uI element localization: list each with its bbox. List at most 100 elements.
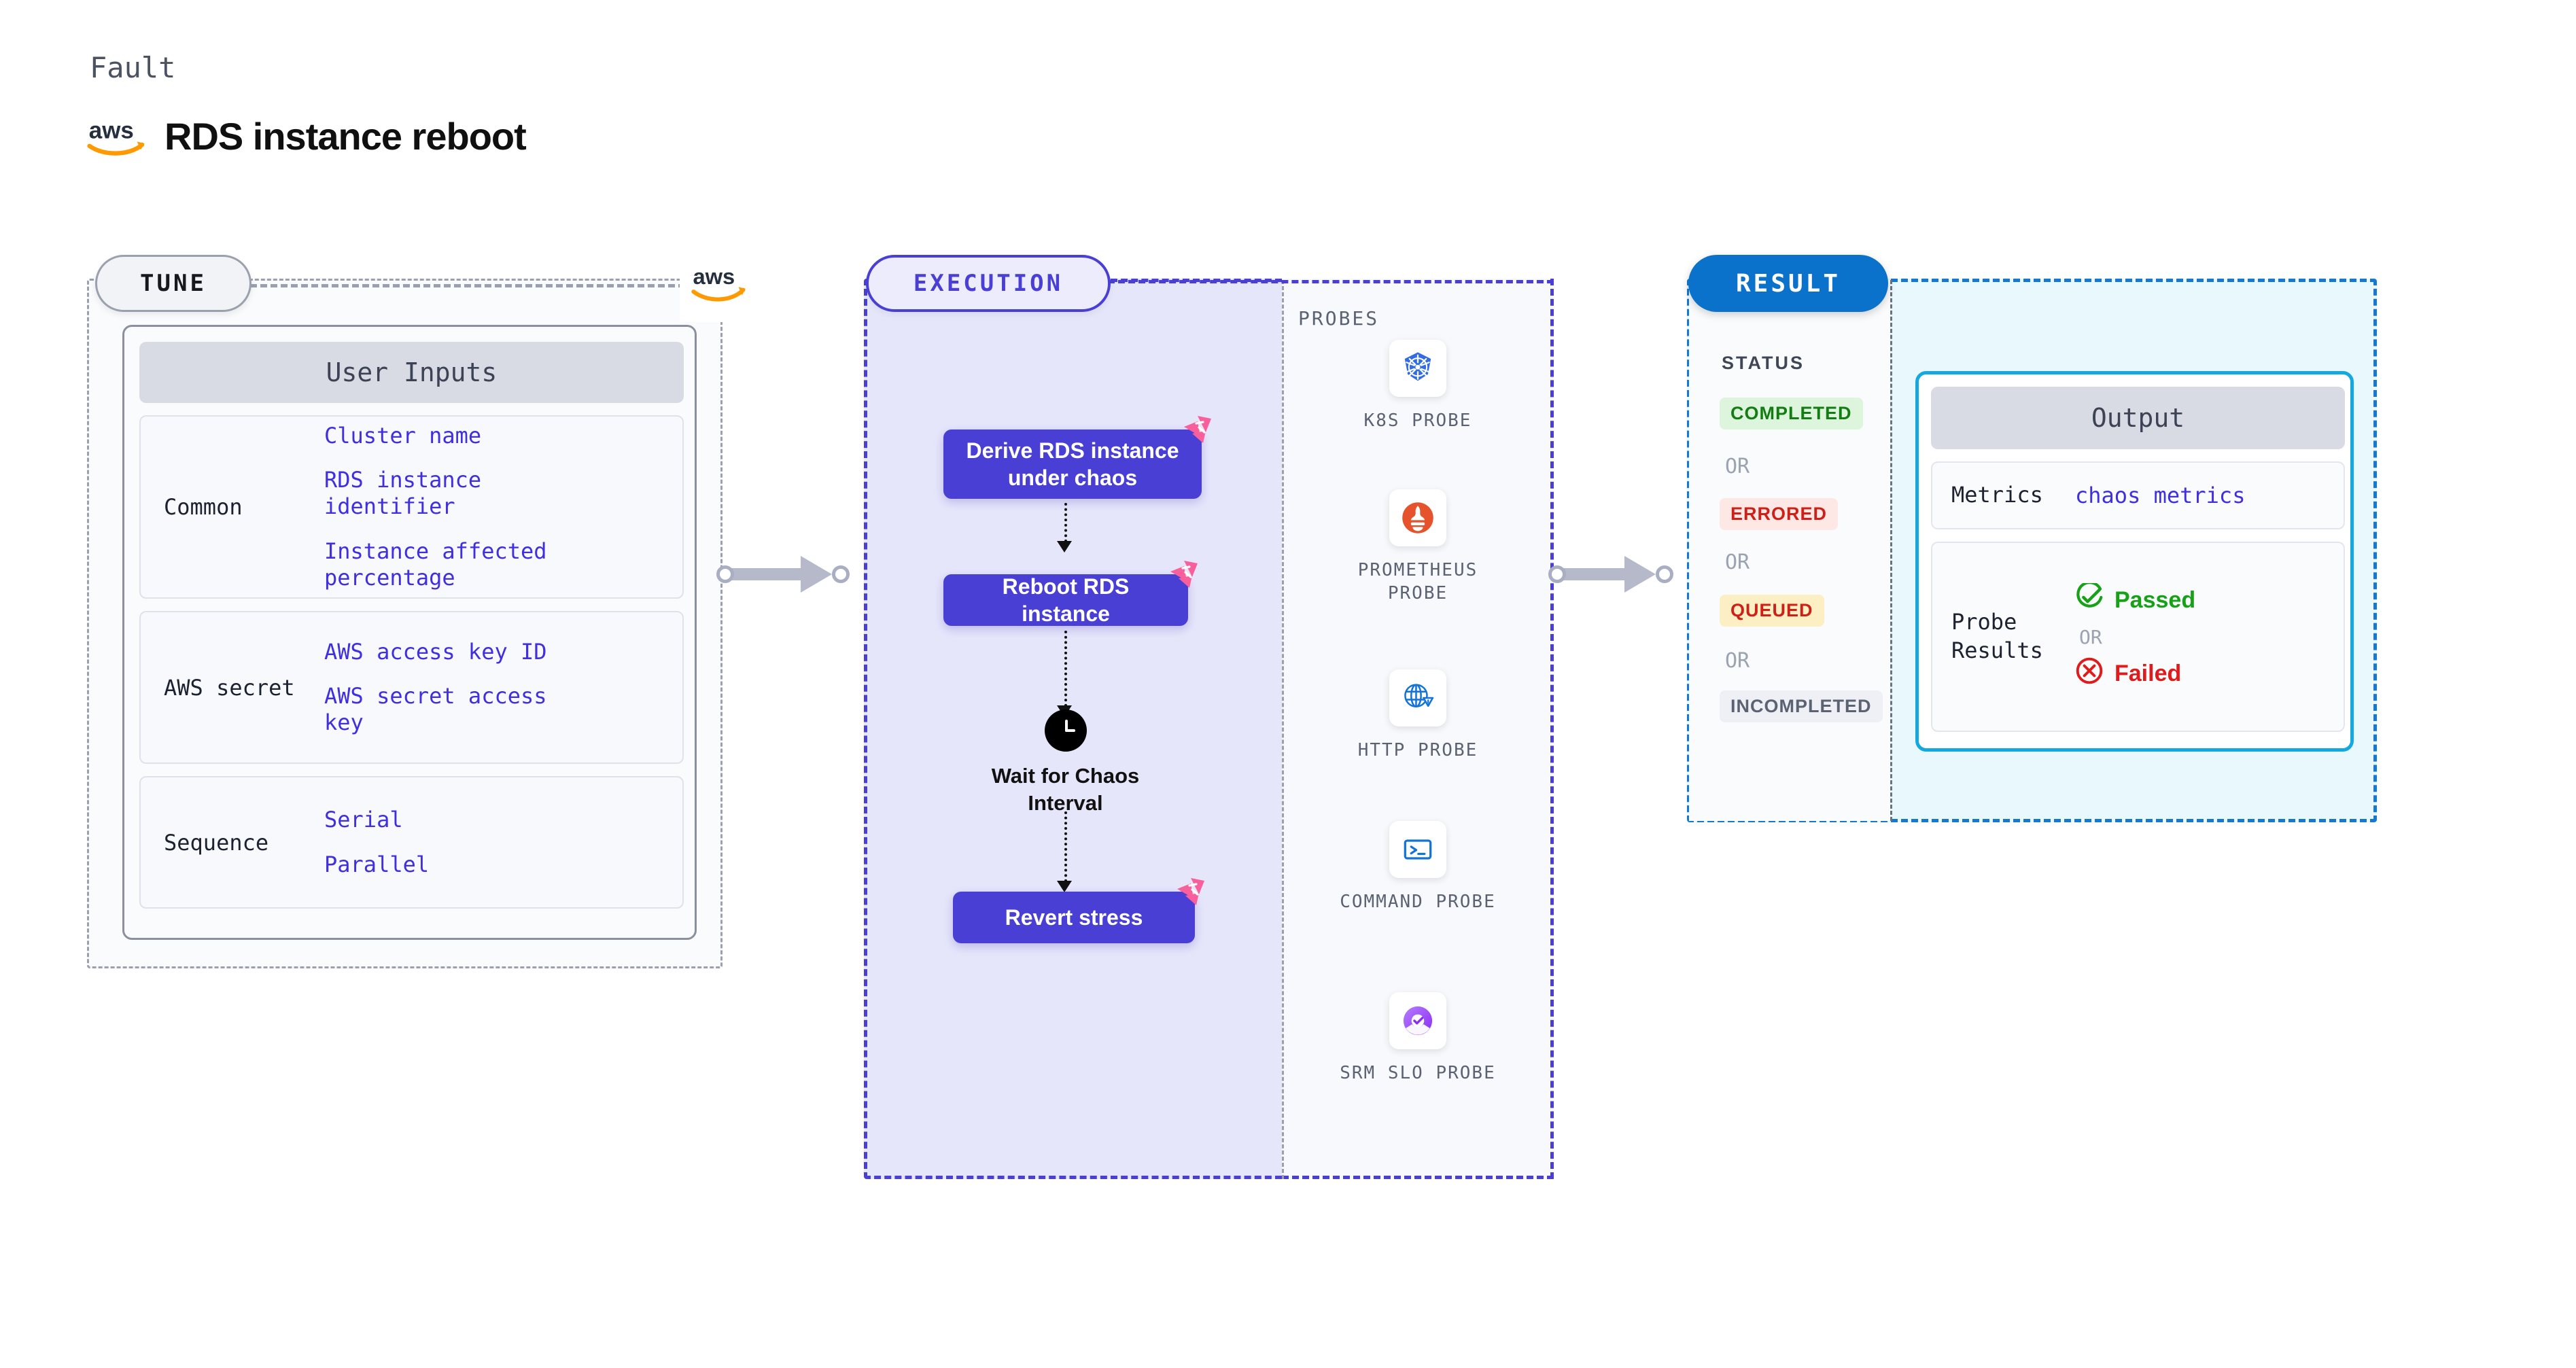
- x-circle-icon: [2075, 656, 2104, 691]
- probe-item-k8s[interactable]: K8S PROBE: [1333, 340, 1503, 432]
- result-status-panel: [1689, 280, 1890, 821]
- output-row-key: Metrics: [1951, 482, 2043, 508]
- tune-pill-label[interactable]: TUNE: [95, 255, 251, 312]
- status-section-label: STATUS: [1722, 353, 1805, 373]
- litmus-chaos-badge-icon: [1176, 877, 1206, 907]
- arrow-down-icon: [1057, 881, 1072, 892]
- output-card: Output Metrics chaos metrics Probe Resul…: [1915, 371, 2354, 752]
- probe-icon-tile: [1389, 669, 1446, 726]
- connector-bar: [1563, 568, 1631, 580]
- probe-icon-tile: [1389, 340, 1446, 397]
- arrow-right-icon: [801, 556, 832, 593]
- probes-section-label: PROBES: [1298, 307, 1380, 330]
- param-value[interactable]: RDS instance identifier: [324, 467, 482, 520]
- param-value[interactable]: AWS access key ID: [324, 638, 547, 665]
- connector-execution-to-result: [1548, 556, 1673, 593]
- param-value[interactable]: Cluster name: [324, 423, 482, 449]
- litmus-chaos-badge-icon: [1183, 415, 1213, 444]
- param-group-values: Cluster name RDS instance identifier Ins…: [324, 423, 582, 591]
- clock-icon: [1045, 709, 1087, 752]
- aws-logo-icon: aws: [87, 116, 150, 158]
- param-group-common: Common Cluster name RDS instance identif…: [139, 415, 684, 599]
- litmus-chaos-badge-icon: [1169, 559, 1199, 589]
- aws-logo-icon: aws: [691, 264, 746, 302]
- terminal-icon: [1404, 839, 1432, 860]
- status-or-label: OR: [1725, 455, 1750, 478]
- probe-item-http[interactable]: HTTP PROBE: [1333, 669, 1503, 762]
- user-inputs-card-title: User Inputs: [139, 342, 684, 403]
- output-card-title: Output: [1931, 387, 2345, 449]
- probe-label: PROMETHEUS PROBE: [1357, 560, 1478, 604]
- svg-text:aws: aws: [693, 264, 735, 289]
- flow-arrow-line: [1064, 503, 1067, 542]
- connector-end-dot: [832, 565, 850, 583]
- check-circle-icon: [2075, 580, 2104, 618]
- arrow-right-icon: [1624, 556, 1656, 593]
- execution-dashed-top-border: [1108, 280, 1554, 283]
- connector-tune-to-execution: [716, 556, 850, 593]
- arrow-down-icon: [1057, 541, 1072, 553]
- param-value[interactable]: Parallel: [324, 851, 430, 877]
- param-value[interactable]: AWS secret access key: [324, 682, 547, 736]
- status-or-label: OR: [1725, 649, 1750, 673]
- output-row-key: Probe Results: [1951, 609, 2043, 663]
- flow-node-label: Derive RDS instance under chaos: [966, 438, 1179, 490]
- param-group-key: Common: [164, 494, 243, 520]
- param-group-aws-secret: AWS secret AWS access key ID AWS secret …: [139, 611, 684, 764]
- param-group-values: AWS access key ID AWS secret access key: [324, 639, 582, 736]
- param-value[interactable]: Serial: [324, 807, 403, 833]
- probe-icon-tile: [1389, 489, 1446, 546]
- probe-result-or-label: OR: [2079, 625, 2102, 648]
- probe-icon-tile: [1389, 992, 1446, 1049]
- status-badge-completed: COMPLETED: [1720, 398, 1863, 429]
- result-pill-label[interactable]: RESULT: [1688, 255, 1888, 312]
- probe-label: HTTP PROBE: [1357, 740, 1478, 760]
- kubernetes-icon: [1404, 352, 1431, 381]
- http-globe-warning-icon: [1404, 684, 1434, 707]
- flow-node-reboot-rds-instance[interactable]: Reboot RDS instance: [943, 561, 1198, 626]
- execution-pill-label[interactable]: EXECUTION: [866, 255, 1111, 312]
- param-group-sequence: Sequence Serial Parallel: [139, 776, 684, 909]
- status-badge-incompleted: INCOMPLETED: [1720, 690, 1883, 722]
- probe-results-values: Passed OR Failed: [2075, 580, 2196, 691]
- probe-result-failed-label: Failed: [2114, 660, 2182, 686]
- param-group-values: Serial Parallel: [324, 807, 429, 877]
- output-metrics-value[interactable]: chaos metrics: [2075, 483, 2246, 508]
- wait-for-chaos-interval-label: Wait for Chaos Interval: [991, 764, 1140, 815]
- param-value[interactable]: Instance affected percentage: [324, 538, 547, 591]
- flow-node-label: Reboot RDS instance: [1002, 574, 1130, 626]
- probe-item-prometheus[interactable]: PROMETHEUS PROBE: [1333, 489, 1503, 606]
- flow-node-revert-stress[interactable]: Revert stress: [953, 878, 1204, 943]
- probe-label: COMMAND PROBE: [1340, 892, 1496, 912]
- connector-end-dot: [1656, 565, 1673, 583]
- param-group-key: AWS secret: [164, 674, 295, 701]
- aws-provider-badge: aws: [680, 246, 760, 322]
- output-row-probe-results: Probe Results Passed OR: [1931, 542, 2345, 732]
- page-title: RDS instance reboot: [164, 115, 527, 158]
- flow-node-derive-rds-instance[interactable]: Derive RDS instance under chaos: [943, 416, 1211, 499]
- status-badge-errored: ERRORED: [1720, 498, 1839, 530]
- page-eyebrow-fault: Fault: [90, 51, 176, 84]
- user-inputs-card: User Inputs Common Cluster name RDS inst…: [122, 325, 697, 940]
- flow-arrow-line: [1064, 811, 1067, 882]
- probes-divider: [1282, 280, 1284, 1179]
- output-row-metrics: Metrics chaos metrics: [1931, 461, 2345, 529]
- probe-item-srm-slo[interactable]: SRM SLO PROBE: [1333, 992, 1503, 1085]
- param-group-key: Sequence: [164, 829, 269, 856]
- probe-label: SRM SLO PROBE: [1340, 1063, 1496, 1083]
- connector-bar: [731, 568, 807, 580]
- result-divider: [1890, 280, 1892, 821]
- probe-result-passed-label: Passed: [2114, 586, 2196, 613]
- svg-text:aws: aws: [89, 117, 134, 143]
- flow-arrow-line: [1064, 631, 1067, 707]
- probe-result-passed: Passed: [2075, 580, 2196, 618]
- probe-result-failed: Failed: [2075, 656, 2195, 691]
- connector-start-dot: [716, 565, 734, 583]
- tune-dashed-connector: [250, 284, 685, 287]
- probe-label: K8S PROBE: [1363, 410, 1472, 431]
- flow-node-label: Revert stress: [1005, 905, 1143, 930]
- prometheus-icon: [1402, 502, 1433, 533]
- srm-slo-icon: [1403, 1006, 1433, 1036]
- probe-icon-tile: [1389, 821, 1446, 878]
- probe-item-command[interactable]: COMMAND PROBE: [1333, 821, 1503, 913]
